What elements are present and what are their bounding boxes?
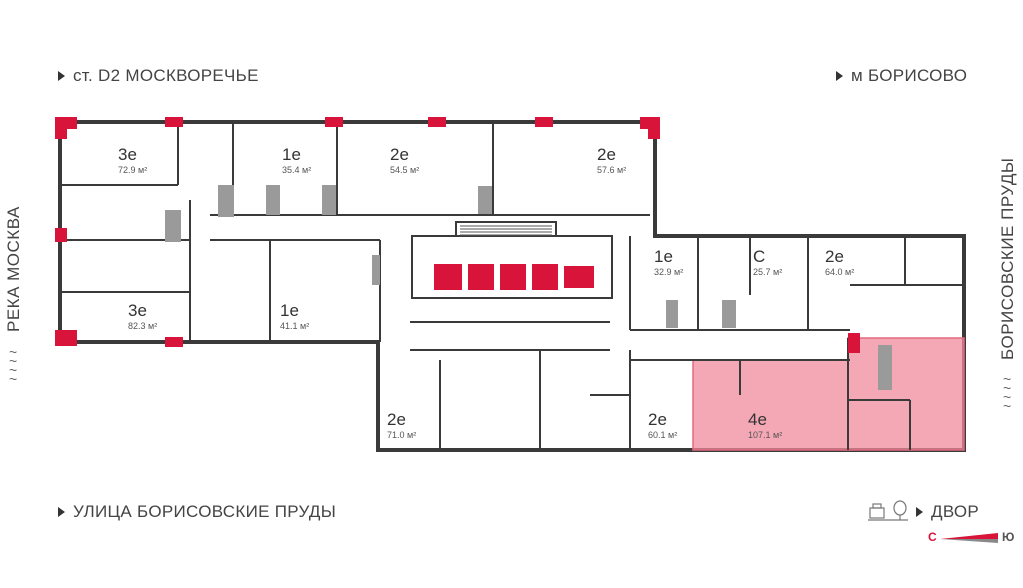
apartment-area: 41.1 м² — [280, 321, 309, 331]
label-metro-borisovo: м БОРИСОВО — [836, 66, 967, 86]
apartment-area: 60.1 м² — [648, 430, 677, 440]
apartment-area: 107.1 м² — [748, 430, 782, 440]
compass-north: С — [928, 530, 937, 544]
apartment-area: 54.5 м² — [390, 165, 419, 175]
apartment-highlight — [692, 337, 965, 451]
arrow-icon — [836, 71, 843, 81]
apartment-type: 2е — [597, 145, 616, 164]
apartment-area: 82.3 м² — [128, 321, 157, 331]
apartment-area: 64.0 м² — [825, 267, 854, 277]
compass-arrow-icon — [940, 533, 998, 543]
compass: С Ю — [928, 528, 1018, 548]
courtyard-icon — [868, 500, 908, 521]
apartment-type: 1е — [280, 301, 299, 320]
apartment-type: С — [753, 247, 765, 266]
apartment-area: 25.7 м² — [753, 267, 782, 277]
compass-south: Ю — [1002, 530, 1015, 544]
arrow-icon — [58, 71, 65, 81]
apartment-area: 32.9 м² — [654, 267, 683, 277]
service-blocks — [165, 185, 892, 390]
apartment-type: 2е — [387, 410, 406, 429]
apartment-a8[interactable]: С25.7 м² — [753, 247, 782, 277]
apartment-area: 35.4 м² — [282, 165, 311, 175]
water-icon: ~~~~ — [9, 344, 18, 387]
arrow-icon — [916, 507, 923, 517]
apartment-area: 57.6 м² — [597, 165, 626, 175]
apartment-type: 1е — [654, 247, 673, 266]
staircase — [460, 225, 552, 236]
apartment-type: 4е — [748, 410, 767, 429]
label-street: УЛИЦА БОРИСОВСКИЕ ПРУДЫ — [58, 502, 336, 522]
arrow-icon — [58, 507, 65, 517]
apartment-type: 2е — [390, 145, 409, 164]
apartment-type: 3е — [128, 301, 147, 320]
apartment-type: 3е — [118, 145, 137, 164]
apartment-area: 72.9 м² — [118, 165, 147, 175]
elevator-shafts — [434, 264, 594, 290]
interior-walls — [60, 122, 964, 450]
corner-markers — [55, 117, 860, 353]
label-courtyard: ДВОР — [868, 500, 979, 524]
label-station-moskvorechye: ст. D2 МОСКВОРЕЧЬЕ — [58, 66, 259, 86]
apartment-type: 2е — [648, 410, 667, 429]
apartment-type: 2е — [825, 247, 844, 266]
apartment-area: 71.0 м² — [387, 430, 416, 440]
water-icon: ~~~~ — [1003, 371, 1012, 414]
apartment-type: 1е — [282, 145, 301, 164]
